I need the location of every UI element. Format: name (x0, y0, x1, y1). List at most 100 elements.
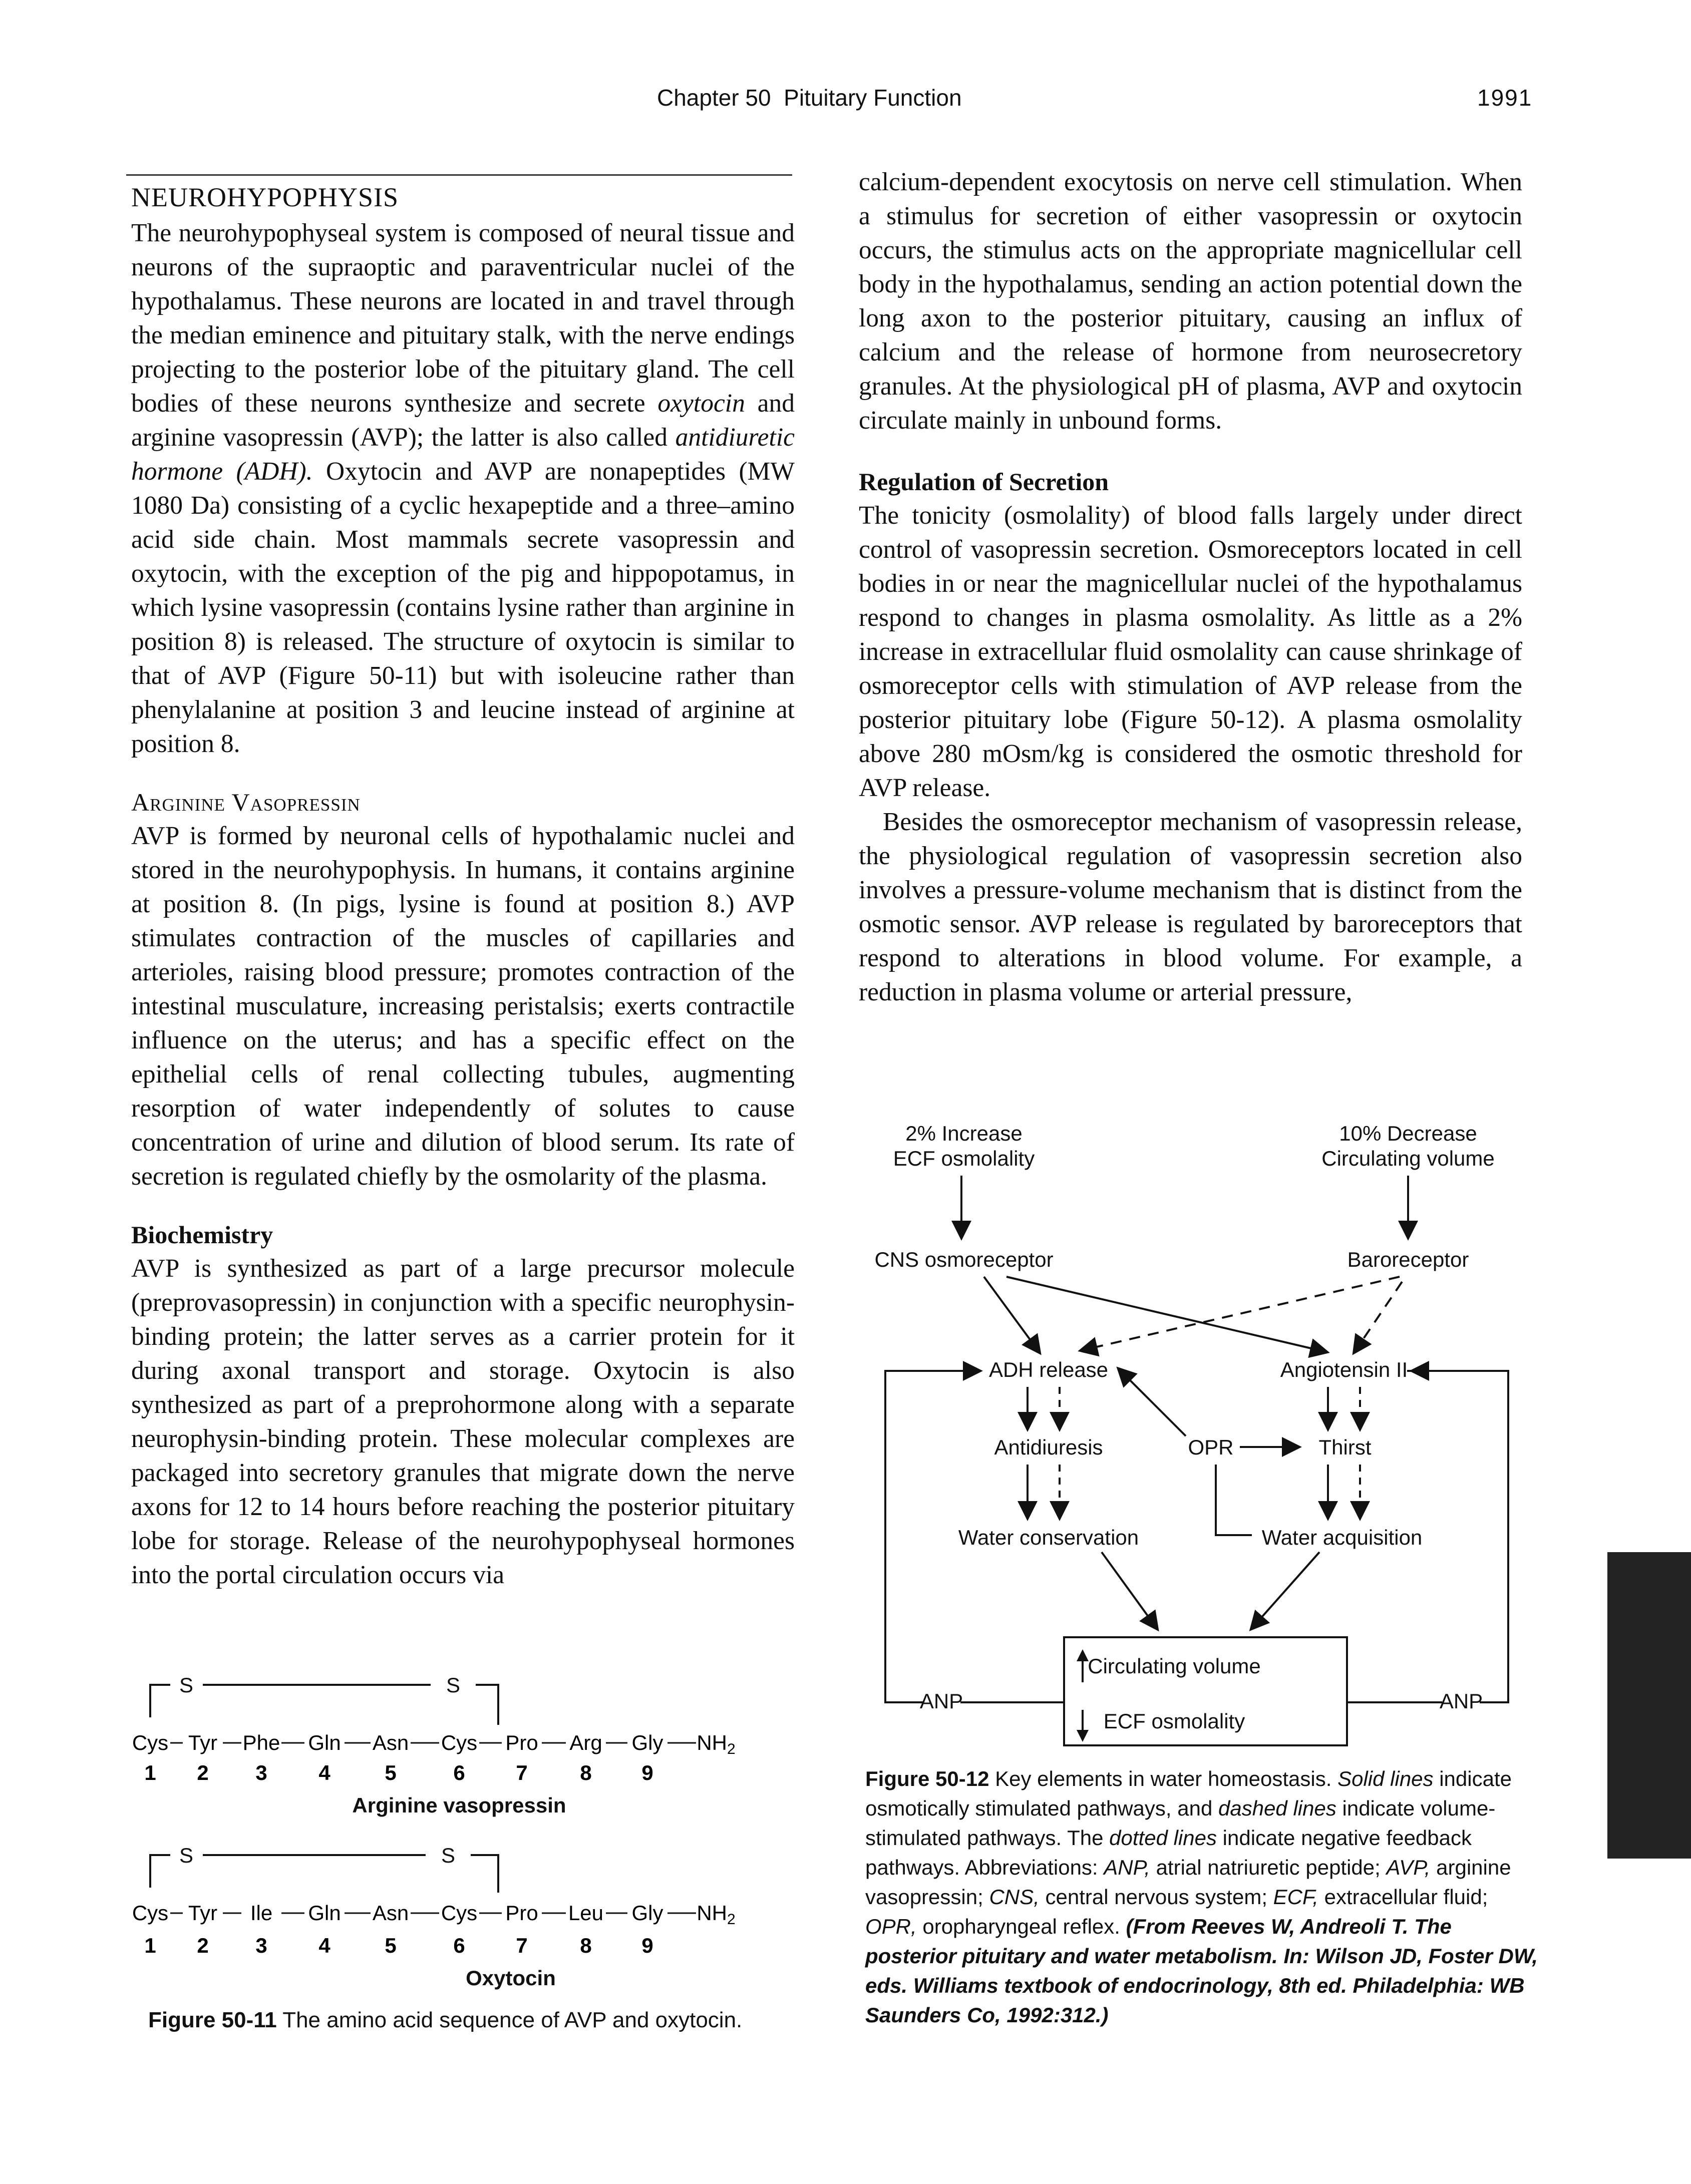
caption-italic: ANP, (1104, 1856, 1150, 1879)
fig12-adh-release: ADH release (989, 1358, 1108, 1381)
fig12-thirst: Thirst (1319, 1435, 1372, 1459)
avp-s-right: S (446, 1673, 460, 1697)
avp-residue: Gly (632, 1731, 663, 1754)
avp-residue: NH2 (697, 1731, 735, 1757)
fig12-outcome-box (1063, 1636, 1348, 1746)
arrow-cns-to-adh (983, 1276, 1042, 1355)
fig12-label-circulating-volume: Circulating volume (1321, 1147, 1494, 1170)
fig12-label-decrease: 10% Decrease (1339, 1122, 1477, 1145)
oxytocin-residue: Asn (373, 1901, 409, 1925)
right-column: calcium-dependent exocytosis on nerve ce… (859, 165, 1522, 1009)
oxytocin-position-number: 9 (641, 1934, 653, 1957)
oxytocin-residue: Gly (632, 1901, 663, 1925)
paragraph-neurohypophysis: The neurohypophyseal system is composed … (131, 216, 795, 761)
section-rule (126, 174, 792, 176)
caption-text: oropharyngeal reflex. (916, 1915, 1126, 1938)
avp-position-number: 8 (580, 1761, 591, 1784)
figure-label: Figure 50-11 (148, 2008, 277, 2032)
avp-disulfide-left (149, 1684, 170, 1717)
avp-position-number: 3 (255, 1761, 267, 1784)
subsection-heading-avp: Arginine Vasopressin (131, 788, 361, 816)
avp-residue: Pro (505, 1731, 538, 1754)
caption-text: indicate volume-stimulated pathways. The (865, 1796, 1496, 1850)
oxy-name: Oxytocin (466, 1966, 556, 1990)
avp-position-number: 7 (516, 1761, 527, 1784)
avp-position-number: 2 (197, 1761, 208, 1784)
avp-disulfide-right (476, 1684, 499, 1725)
fig12-cns-osmoreceptor: CNS osmoreceptor (874, 1248, 1053, 1271)
avp-name: Arginine vasopressin (352, 1793, 566, 1817)
fig12-opr: OPR (1188, 1435, 1233, 1459)
oxytocin-residue: Cys (441, 1901, 477, 1925)
fig12-ecf-osmolality: ECF osmolality (1104, 1709, 1245, 1733)
avp-residue: Cys (441, 1731, 477, 1754)
caption-italic: AVP, (1386, 1856, 1431, 1879)
fig12-label-increase: 2% Increase (905, 1122, 1022, 1145)
caption-text: The amino acid sequence of AVP and oxyto… (276, 2008, 743, 2032)
caption-italic: dashed lines (1218, 1796, 1336, 1820)
fig12-baroreceptor: Baroreceptor (1347, 1248, 1469, 1271)
oxytocin-residue: Cys (132, 1901, 168, 1925)
avp-residue: Cys (132, 1731, 168, 1754)
oxytocin-residue: NH2 (697, 1901, 735, 1928)
avp-residue: Arg (569, 1731, 602, 1754)
caption-source: (From Reeves W, Andreoli T. The posterio… (865, 1915, 1538, 2027)
oxytocin-position-number: 3 (255, 1934, 267, 1957)
oxytocin-position-number: 6 (453, 1934, 465, 1957)
caption-italic: CNS, (989, 1885, 1040, 1909)
arrow-baro-to-angio (1352, 1281, 1403, 1355)
fig12-anp-left: ANP (920, 1689, 963, 1713)
oxy-disulfide-left (149, 1854, 170, 1888)
subsection-heading-biochemistry: Biochemistry (131, 1221, 273, 1249)
oxy-disulfide-right (471, 1854, 499, 1893)
arrow-cns-to-angio (1006, 1276, 1330, 1358)
caption-text: atrial natriuretic peptide; (1150, 1856, 1387, 1879)
fig12-angiotensin: Angiotensin II (1280, 1358, 1408, 1381)
fig12-water-acquisition: Water acquisition (1262, 1526, 1423, 1549)
arrow-wateracq-to-box (1249, 1551, 1320, 1631)
avp-position-number: 6 (453, 1761, 465, 1784)
section-heading-neurohypophysis: NEUROHYPOPHYSIS (131, 182, 399, 212)
figure-50-11-caption: Figure 50-11 The amino acid sequence of … (148, 2008, 742, 2033)
caption-text: central nervous system; (1039, 1885, 1273, 1909)
line-opr-to-wateracq (1215, 1465, 1252, 1536)
oxytocin-position-number: 7 (516, 1934, 527, 1957)
paragraph-biochemistry: AVP is synthesized as part of a large pr… (131, 1254, 795, 1589)
text-run: The neurohypophyseal system is composed … (131, 219, 795, 418)
fig12-antidiuresis: Antidiuresis (994, 1435, 1103, 1459)
oxytocin-residue: Ile (250, 1901, 272, 1925)
fig12-circulating-volume: Circulating volume (1088, 1654, 1260, 1678)
paragraph-continuation: calcium-dependent exocytosis on nerve ce… (859, 168, 1522, 435)
paragraph-regulation-1: The tonicity (osmolality) of blood falls… (859, 501, 1522, 802)
caption-text: Key elements in water homeostasis. (989, 1767, 1338, 1790)
paragraph-regulation-2: Besides the osmoreceptor mechanism of va… (859, 808, 1522, 1006)
avp-position-number: 5 (385, 1761, 396, 1784)
oxy-s-left: S (179, 1844, 193, 1867)
oxytocin-position-number: 1 (144, 1934, 156, 1957)
arrow-baro-to-adh (1078, 1276, 1400, 1357)
oxy-s-right: S (441, 1844, 455, 1867)
caption-italic: ECF, (1273, 1885, 1318, 1909)
figure-50-12-caption: Figure 50-12 Key elements in water homeo… (865, 1764, 1539, 2030)
avp-position-number: 1 (144, 1761, 156, 1784)
chapter-thumb-tab (1607, 1552, 1691, 1859)
avp-residue: Gln (308, 1731, 341, 1754)
fig12-anp-right: ANP (1440, 1689, 1483, 1713)
avp-position-number: 4 (318, 1761, 330, 1784)
text-run: Oxytocin and AVP are nonapeptides (MW 10… (131, 457, 795, 758)
arrow-opr-to-adh (1116, 1366, 1187, 1437)
text-run: and arginine vasopressin (AVP); the latt… (131, 389, 795, 452)
chapter-title: Pituitary Function (784, 85, 962, 111)
caption-italic: dotted lines (1109, 1826, 1217, 1850)
oxytocin-residue: Pro (505, 1901, 538, 1925)
subsection-heading-regulation: Regulation of Secretion (859, 468, 1109, 496)
left-column: NEUROHYPOPHYSIS The neurohypophyseal sys… (131, 180, 795, 1592)
avp-residue: Tyr (188, 1731, 217, 1754)
fig12-water-conservation: Water conservation (958, 1526, 1139, 1549)
caption-italic: OPR, (865, 1915, 917, 1938)
italic-term: antidiuretic hormone (ADH). (131, 423, 795, 486)
